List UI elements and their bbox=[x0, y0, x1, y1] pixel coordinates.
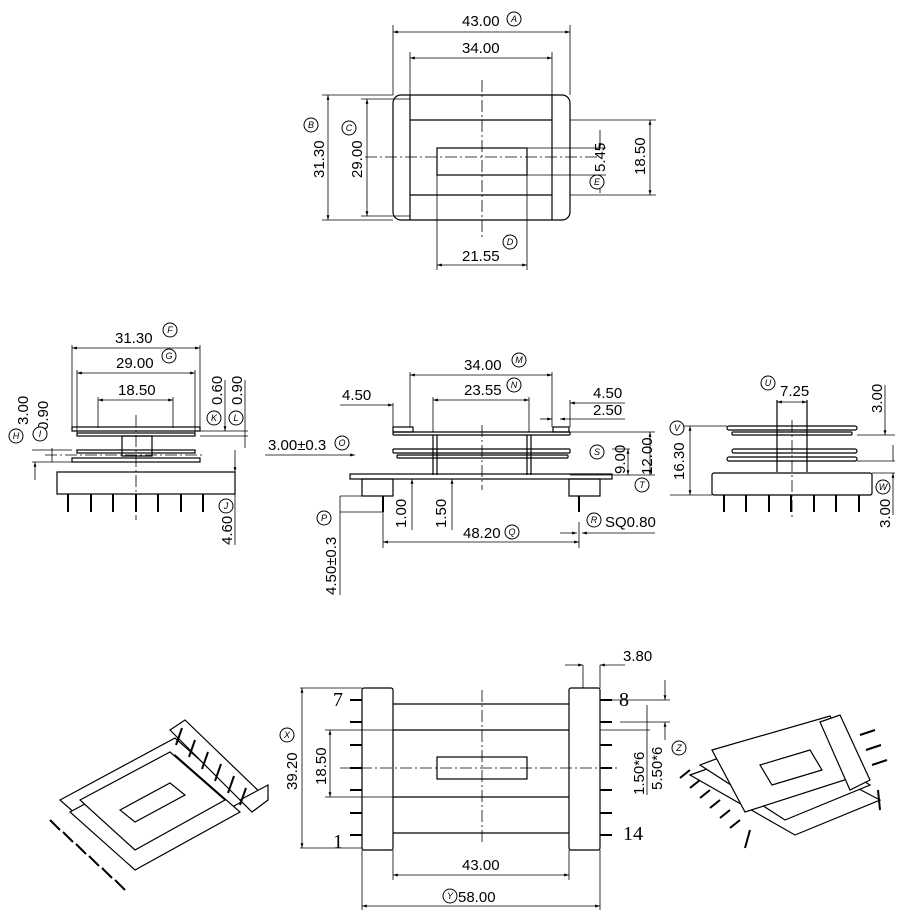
dim-front-width: 34.00 bbox=[464, 357, 502, 374]
dim-front-left-offset: 4.50 bbox=[342, 387, 371, 404]
ref-d: D bbox=[507, 237, 514, 247]
pin-label-14: 14 bbox=[623, 823, 643, 845]
dim-top-window-height: 5.45 bbox=[592, 143, 609, 172]
ref-m: M bbox=[515, 355, 523, 365]
dim-front-pin-size: SQ0.80 bbox=[605, 514, 656, 531]
dim-front-right-offset: 4.50 bbox=[593, 385, 622, 402]
pin-label-7: 7 bbox=[333, 689, 343, 711]
dim-front-winding-height: 9.00 bbox=[612, 445, 629, 474]
ref-s: S bbox=[594, 447, 600, 457]
pin-label-1: 1 bbox=[333, 831, 343, 853]
pins-right bbox=[723, 495, 860, 512]
ref-x: X bbox=[283, 730, 291, 740]
ref-z: Z bbox=[675, 743, 682, 753]
ref-j: J bbox=[223, 501, 229, 511]
ref-w: W bbox=[879, 482, 889, 492]
dim-top-flange-span: 18.50 bbox=[632, 137, 649, 175]
dim-bottom-overall-depth: 39.20 bbox=[284, 752, 301, 790]
dim-left-flange-width: 31.30 bbox=[115, 330, 153, 347]
dim-front-total-height: 12.00 bbox=[639, 437, 656, 475]
ref-y: Y bbox=[447, 891, 454, 901]
ref-v: V bbox=[674, 423, 681, 433]
dim-top-window-width: 21.55 bbox=[462, 248, 500, 265]
ref-f: F bbox=[167, 325, 173, 335]
dim-right-top-gap: 3.00 bbox=[869, 384, 886, 413]
bottom-pins bbox=[350, 699, 612, 836]
ref-c: C bbox=[346, 123, 353, 133]
dim-front-right-slot: 2.50 bbox=[593, 402, 622, 419]
dim-left-gap: 0.90 bbox=[35, 401, 52, 430]
dim-bottom-pin-spacing: 5.50*6 bbox=[649, 747, 666, 790]
dim-left-base-height: 3.00 bbox=[15, 396, 32, 425]
dim-right-overall-height: 16.30 bbox=[671, 442, 688, 480]
dim-front-step: 3.00±0.3 bbox=[268, 437, 326, 454]
dim-bottom-pin-row-width: 3.80 bbox=[623, 648, 652, 665]
ref-l: L bbox=[233, 413, 238, 423]
pins-left bbox=[67, 494, 204, 512]
dim-top-overall-depth: 31.30 bbox=[311, 140, 328, 178]
dim-front-standoff: 1.00 bbox=[393, 499, 410, 528]
ref-q: Q bbox=[508, 527, 515, 537]
dim-bottom-inner-width: 43.00 bbox=[462, 857, 500, 874]
dim-bottom-overall-width: 58.00 bbox=[458, 889, 496, 906]
dim-left-pin-length: 4.60 bbox=[219, 516, 236, 545]
side-view-left: 31.30 F 29.00 G 18.50 3.00 H 0.90 I 0.60… bbox=[8, 322, 248, 545]
front-view: 34.00 M 23.55 N 4.50 4.50 2.50 3.00±0.3 … bbox=[265, 352, 656, 595]
dim-right-core-width: 7.25 bbox=[780, 383, 809, 400]
ref-r: R bbox=[591, 515, 598, 525]
iso-pins-right bbox=[679, 729, 888, 849]
ref-n: N bbox=[511, 380, 518, 390]
ref-o: O bbox=[338, 438, 345, 448]
dim-left-core-width: 18.50 bbox=[118, 382, 156, 399]
dim-left-inner-width: 29.00 bbox=[116, 355, 154, 372]
isometric-view-right bbox=[679, 714, 888, 849]
pin-label-8: 8 bbox=[619, 689, 629, 711]
ref-g: G bbox=[165, 351, 172, 361]
ref-p: P bbox=[321, 513, 327, 523]
ref-a: A bbox=[510, 14, 517, 24]
side-view-right: 7.25 U 16.30 V 3.00 3.00 W bbox=[669, 375, 895, 528]
dim-front-pin-length: 4.50±0.3 bbox=[323, 537, 340, 595]
ref-e: E bbox=[594, 177, 601, 187]
bottom-view: 7 8 1 14 39.20 X 18.50 3.80 1.50*6 5.50*… bbox=[279, 648, 687, 910]
dim-right-pin-offset: 3.00 bbox=[877, 499, 894, 528]
dim-top-overall-width: 43.00 bbox=[462, 13, 500, 30]
dim-left-top-gap: 0.90 bbox=[229, 376, 246, 405]
ref-i: I bbox=[39, 429, 42, 439]
ref-h: H bbox=[13, 431, 20, 441]
dim-bottom-inner-depth: 18.50 bbox=[313, 747, 330, 785]
ref-u: U bbox=[765, 378, 772, 388]
dim-left-flange-thickness: 0.60 bbox=[209, 376, 226, 405]
dim-front-pin-span: 48.20 bbox=[463, 525, 501, 542]
isometric-view-left bbox=[49, 719, 269, 891]
dim-top-inner-depth: 29.00 bbox=[349, 140, 366, 178]
top-view: 43.00 A 34.00 31.30 B 29.00 C 18.50 5.45… bbox=[303, 11, 656, 270]
dim-bottom-pin-pitch: 1.50*6 bbox=[631, 752, 648, 795]
ref-k: K bbox=[211, 413, 218, 423]
ref-b: B bbox=[308, 120, 314, 130]
iso-pins-left bbox=[49, 727, 247, 891]
ref-t: T bbox=[639, 480, 646, 490]
dim-top-inner-width: 34.00 bbox=[462, 40, 500, 57]
dim-front-inner: 23.55 bbox=[464, 382, 502, 399]
dim-front-base-thickness: 1.50 bbox=[433, 499, 450, 528]
